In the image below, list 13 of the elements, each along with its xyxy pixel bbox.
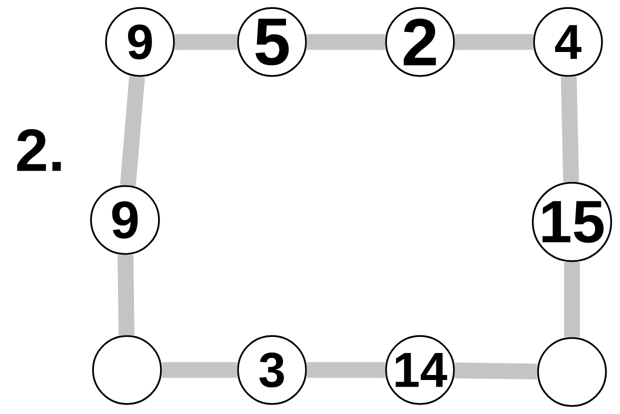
connector-band (306, 362, 386, 378)
connector-band (120, 76, 145, 186)
empty-circle (537, 337, 607, 407)
connector-band (454, 362, 538, 380)
connector-band (118, 254, 134, 336)
connector-band (454, 34, 534, 50)
connector-band (174, 34, 238, 50)
empty-circle (92, 335, 162, 405)
connector-band (306, 34, 386, 50)
connector-band (560, 76, 579, 182)
connector-band (162, 362, 238, 378)
connector-band (564, 262, 580, 338)
problem-number: 2. (17, 129, 61, 171)
